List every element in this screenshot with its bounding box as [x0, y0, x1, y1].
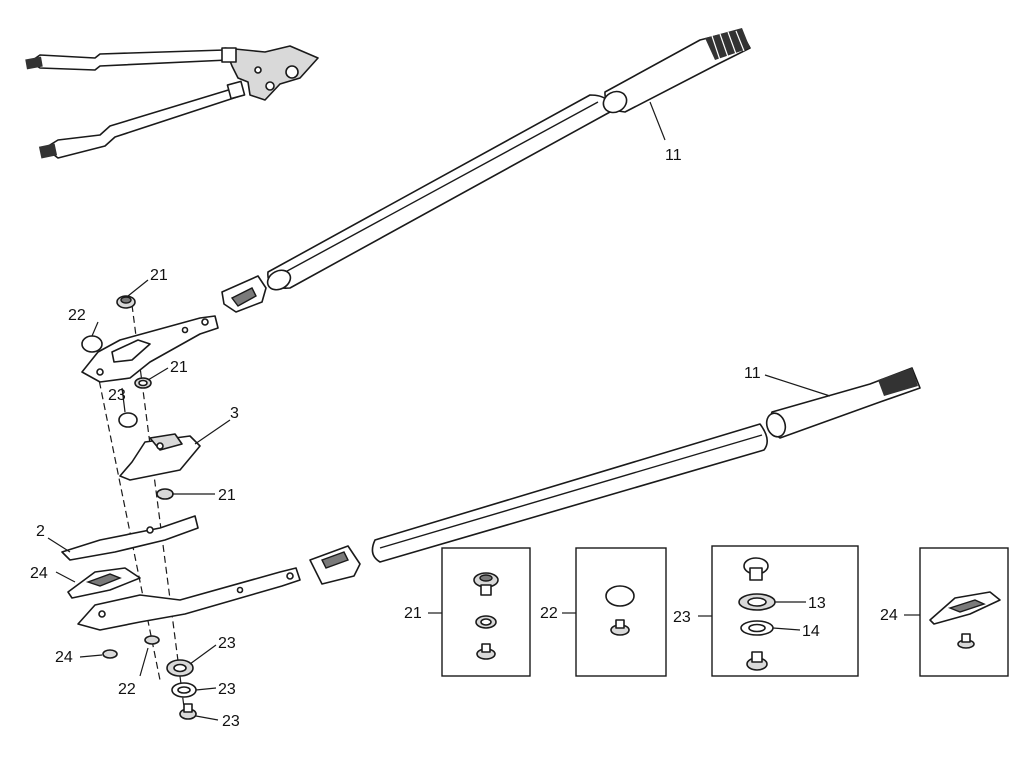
bolt-23-bottom [179, 703, 197, 720]
leader-lines [47, 101, 831, 721]
callout-23-washer: 23 [218, 681, 236, 698]
callout-24-anvil: 24 [30, 565, 48, 582]
lower-handle-plate [77, 567, 301, 631]
nut-23-bottom [166, 659, 194, 677]
detail-box-22: 22 [540, 547, 667, 677]
detail-box-24: 24 [880, 547, 1009, 677]
detail-box-23: 23 13 14 [673, 545, 859, 677]
callout-2: 2 [36, 523, 45, 540]
cap-22-upper [81, 335, 103, 353]
callout-21-top: 21 [150, 267, 168, 284]
callout-22-top: 22 [68, 307, 86, 324]
washer-21-lower [156, 488, 174, 500]
washer-21-mid [134, 377, 152, 389]
detail-box-23-sub-14: 14 [802, 623, 820, 640]
assembled-lopper-illustration [25, 45, 319, 159]
assembly-axis-right [131, 304, 186, 716]
screw-24-lower [102, 649, 118, 659]
callout-22-screw: 22 [118, 681, 136, 698]
bracket-3 [119, 433, 201, 481]
upper-grip-sleeve [602, 28, 751, 114]
anvil-24 [67, 567, 141, 599]
lower-grip-sleeve [765, 367, 921, 439]
detail-box-22-label: 22 [540, 605, 558, 622]
upper-handle-plate [81, 315, 219, 383]
callout-23-mid: 23 [108, 387, 126, 404]
cap-23-mid [118, 412, 138, 428]
detail-box-24-label: 24 [880, 607, 898, 624]
callout-24-screw: 24 [55, 649, 73, 666]
callout-3: 3 [230, 405, 239, 422]
callout-11-lower: 11 [744, 365, 761, 382]
callout-21-mid: 21 [170, 359, 188, 376]
detail-box-21-label: 21 [404, 605, 422, 622]
detail-box-23-sub-13: 13 [808, 595, 826, 612]
callout-21-lower: 21 [218, 487, 236, 504]
washer-23-bottom [171, 682, 197, 698]
detail-box-23-label: 23 [673, 609, 691, 626]
screw-22-lower [144, 635, 160, 645]
detail-box-21: 21 [404, 547, 531, 677]
blade-2 [61, 515, 199, 561]
callout-11-upper: 11 [665, 147, 682, 164]
assembly-axis-left [94, 359, 161, 681]
upper-handle-tube [221, 94, 611, 313]
callout-23-bolt: 23 [222, 713, 240, 730]
lower-handle-tube [309, 423, 768, 585]
callout-23-nut: 23 [218, 635, 236, 652]
fastener-21-upper [116, 295, 136, 309]
